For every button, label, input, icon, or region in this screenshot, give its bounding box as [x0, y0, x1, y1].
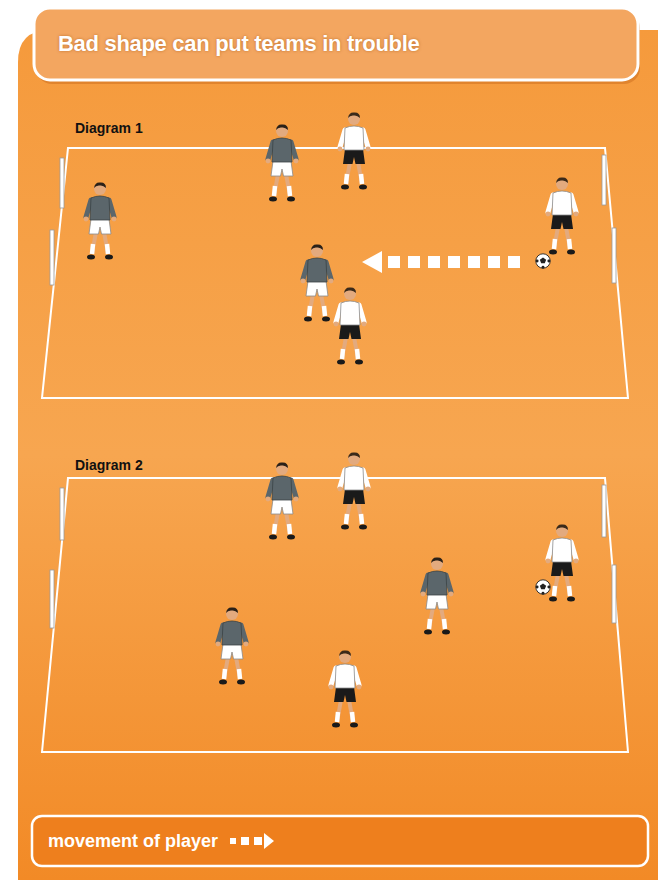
pitch-one [42, 112, 628, 398]
movement-arrow [362, 251, 520, 273]
pitch-two [42, 452, 628, 752]
background-panel [18, 30, 658, 880]
title-holder: Bad shape can put teams in trouble [58, 31, 419, 57]
diagram-label: Diagram 1 [75, 119, 143, 137]
diagram-label: Diagram 2 [75, 456, 143, 474]
title-banner [34, 8, 638, 80]
label-holder: Diagram 1 [75, 119, 143, 137]
label-holder: Diagram 2 [75, 456, 143, 474]
legend-entry: movement of player [48, 829, 274, 853]
title: Bad shape can put teams in trouble [58, 31, 419, 57]
legend-arrow-sample [230, 831, 274, 851]
legend-bar [32, 816, 648, 866]
legend-text: movement of player [48, 829, 218, 853]
